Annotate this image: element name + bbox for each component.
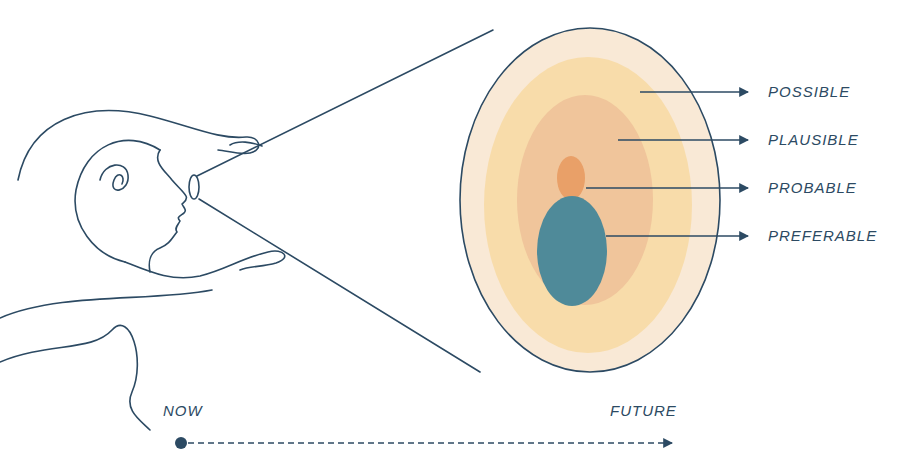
body-line [0,325,150,430]
plausible-ellipse [484,57,692,353]
timeline-label: NOW [163,402,203,420]
future-category-label: PLAUSIBLE [768,131,859,149]
head-outline [75,140,160,262]
upper-arm [18,111,259,180]
leader-arrow [640,91,748,92]
upper-hand [230,142,262,146]
lower-arm [125,251,285,278]
timeline-arrow [188,442,672,443]
timeline-dot [175,437,187,449]
future-category-label: POSSIBLE [768,83,850,101]
leader-arrow [586,187,748,188]
probable-core [557,156,585,200]
probable-ellipse [517,95,653,305]
body-line [0,290,212,318]
timeline-label: FUTURE [610,402,677,420]
leader-arrow [618,139,748,140]
cone-edge [199,199,480,372]
leader-arrow [606,235,748,236]
face-profile [149,150,186,272]
eyepiece [189,175,199,199]
preferable-ellipse [537,196,607,306]
future-category-label: PREFERABLE [768,227,877,245]
ear [100,165,128,190]
possible-ellipse [460,28,720,372]
future-category-label: PROBABLE [768,179,857,197]
